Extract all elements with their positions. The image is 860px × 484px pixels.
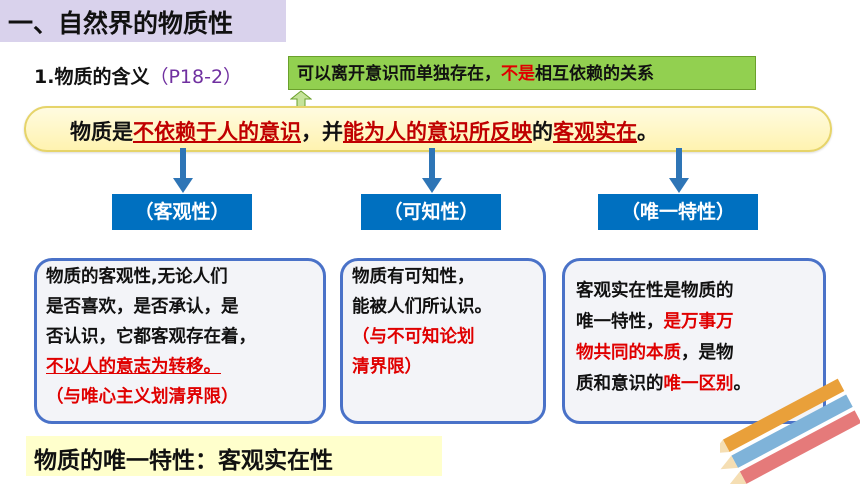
card-seg: 。 xyxy=(733,374,752,394)
def-seg-5: 的 xyxy=(532,120,553,144)
def-seg-1: 物质是 xyxy=(70,120,133,144)
card-seg: 质和意识的 xyxy=(576,374,664,394)
card-line-highlight: 不以人的意志为转移。 xyxy=(46,357,221,377)
def-seg-4: 能为人的意识所反映 xyxy=(343,120,532,144)
def-seg-2: 不依赖于人的意识 xyxy=(133,120,301,144)
card-seg-highlight: 唯一区别 xyxy=(663,374,734,394)
down-arrow-icon xyxy=(173,148,193,193)
page-title: 一、自然界的物质性 xyxy=(8,9,234,38)
card-line: 否认识，它都客观存在着， xyxy=(46,327,256,347)
card-line: 质和意识的唯一区别。 xyxy=(576,369,820,400)
summary-text: 物质的唯一特性：客观实在性 xyxy=(34,448,333,474)
card-line: 能被人们所认识。 xyxy=(352,297,492,317)
def-seg-6: 客观实在 xyxy=(553,120,637,144)
note-part2: 不是 xyxy=(501,64,535,84)
definition-pill xyxy=(24,106,832,152)
card-seg: ，是物 xyxy=(681,343,734,363)
card-line: 物共同的本质，是物 xyxy=(576,338,820,369)
objectivity-card-text: 物质的客观性,无论人们 是否喜欢，是否承认，是 否认识，它都客观存在着， 不以人… xyxy=(46,262,322,412)
knowability-label: （可知性） xyxy=(361,194,501,230)
objectivity-card xyxy=(34,258,326,424)
card-line: 唯一特性，是万事万 xyxy=(576,307,820,338)
objectivity-label: （客观性） xyxy=(112,194,252,230)
card-seg-highlight: 物共同的本质 xyxy=(576,343,681,363)
card-line: 物质有可知性， xyxy=(352,267,475,287)
unique-property-label: （唯一特性） xyxy=(598,194,758,230)
summary-bar xyxy=(26,436,442,476)
subhead-label: 1.物质的含义 xyxy=(34,66,150,88)
unique-property-card xyxy=(562,258,826,424)
knowability-card xyxy=(340,258,546,424)
title-bar xyxy=(0,0,286,42)
card-seg-highlight: 是万事万 xyxy=(663,312,734,332)
definition-text: 物质是不依赖于人的意识，并能为人的意识所反映的客观实在。 xyxy=(70,116,658,146)
card-line: 客观实在性是物质的 xyxy=(576,281,734,301)
green-note: 可以离开意识而单独存在，不是相互依赖的关系 xyxy=(288,56,756,90)
note-part1: 可以离开意识而单独存在， xyxy=(297,64,501,84)
def-seg-3: ，并 xyxy=(301,120,343,144)
card-seg: 唯一特性， xyxy=(576,312,664,332)
knowability-card-text: 物质有可知性， 能被人们所认识。 （与不可知论划 清界限） xyxy=(352,262,542,382)
card-line: 物质的客观性,无论人们 xyxy=(46,267,228,287)
page-reference: （P18-2） xyxy=(149,66,243,88)
pencils-decoration-icon xyxy=(720,378,860,484)
card-line-note: 清界限） xyxy=(352,357,422,377)
card-line: 是否喜欢，是否承认，是 xyxy=(46,297,239,317)
down-arrow-icon xyxy=(669,148,689,193)
card-line-note: （与唯心主义划清界限） xyxy=(46,387,239,407)
section-subhead: 1.物质的含义（P18-2） xyxy=(34,62,242,89)
note-part3: 相互依赖的关系 xyxy=(535,64,654,84)
unique-card-text: 客观实在性是物质的 唯一特性，是万事万 物共同的本质，是物 质和意识的唯一区别。 xyxy=(576,276,820,400)
down-arrow-icon xyxy=(422,148,442,193)
def-seg-7: 。 xyxy=(637,120,658,144)
card-line-note: （与不可知论划 xyxy=(352,327,475,347)
